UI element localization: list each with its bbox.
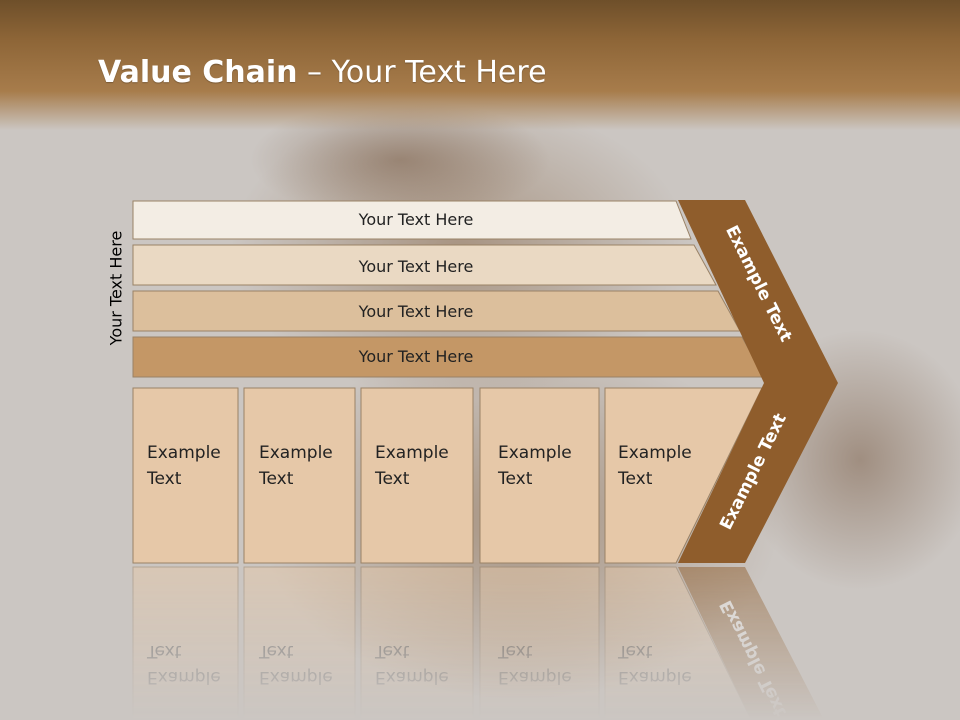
title-bold: Value Chain [98,55,298,90]
cell-4: Example Text [479,387,600,564]
reflection-cell-5-line2: Text [617,641,653,661]
cell-5-line2: Text [617,469,653,489]
reflection-cell-4-line1: Example [498,667,572,687]
cell-2: Example Text [243,387,356,564]
chevron-shape [678,200,838,563]
cell-2-shape [243,387,356,564]
band-1-shape [132,200,692,240]
cell-2-line2: Text [258,469,294,489]
band-2-label: Your Text Here [358,257,474,276]
band-1-label: Your Text Here [358,210,474,229]
cell-4-line1: Example [498,443,572,463]
band-2: Your Text Here [132,244,717,286]
reflection-cell-5-line1: Example [618,667,692,687]
cell-3: Example Text [360,387,474,564]
reflection-cell-1-line1: Example [147,667,221,687]
cell-4-line2: Text [497,469,533,489]
title-rest: – Your Text Here [297,55,547,90]
cell-2-line1: Example [259,443,333,463]
cell-1-line2: Text [146,469,182,489]
reflection-cell-2-line1: Example [259,667,333,687]
page-title: Value Chain – Your Text Here [98,55,547,90]
band-4: Your Text Here [132,336,765,378]
diagram-reflection: Text Example Text Example Text Example T… [132,566,825,720]
band-1: Your Text Here [132,200,692,240]
cell-5: Example Text [604,387,763,564]
cell-3-shape [360,387,474,564]
band-4-label: Your Text Here [358,347,474,366]
title-bar [0,0,960,130]
cell-5-shape [604,387,763,564]
cell-1-line1: Example [147,443,221,463]
cell-1-shape [132,387,239,564]
reflection-cell-1-line2: Text [146,641,182,661]
reflection-cell-3-line1: Example [375,667,449,687]
reflection-cell-3-line2: Text [374,641,410,661]
cell-3-line1: Example [375,443,449,463]
cell-5-line1: Example [618,443,692,463]
cell-4-shape [479,387,600,564]
cell-1: Example Text [132,387,239,564]
band-2-shape [132,244,717,286]
reflection-cell-2-line2: Text [258,641,294,661]
reflection-cell-4-line2: Text [497,641,533,661]
cell-3-line2: Text [374,469,410,489]
band-3-label: Your Text Here [358,302,474,321]
band-3: Your Text Here [132,290,741,332]
